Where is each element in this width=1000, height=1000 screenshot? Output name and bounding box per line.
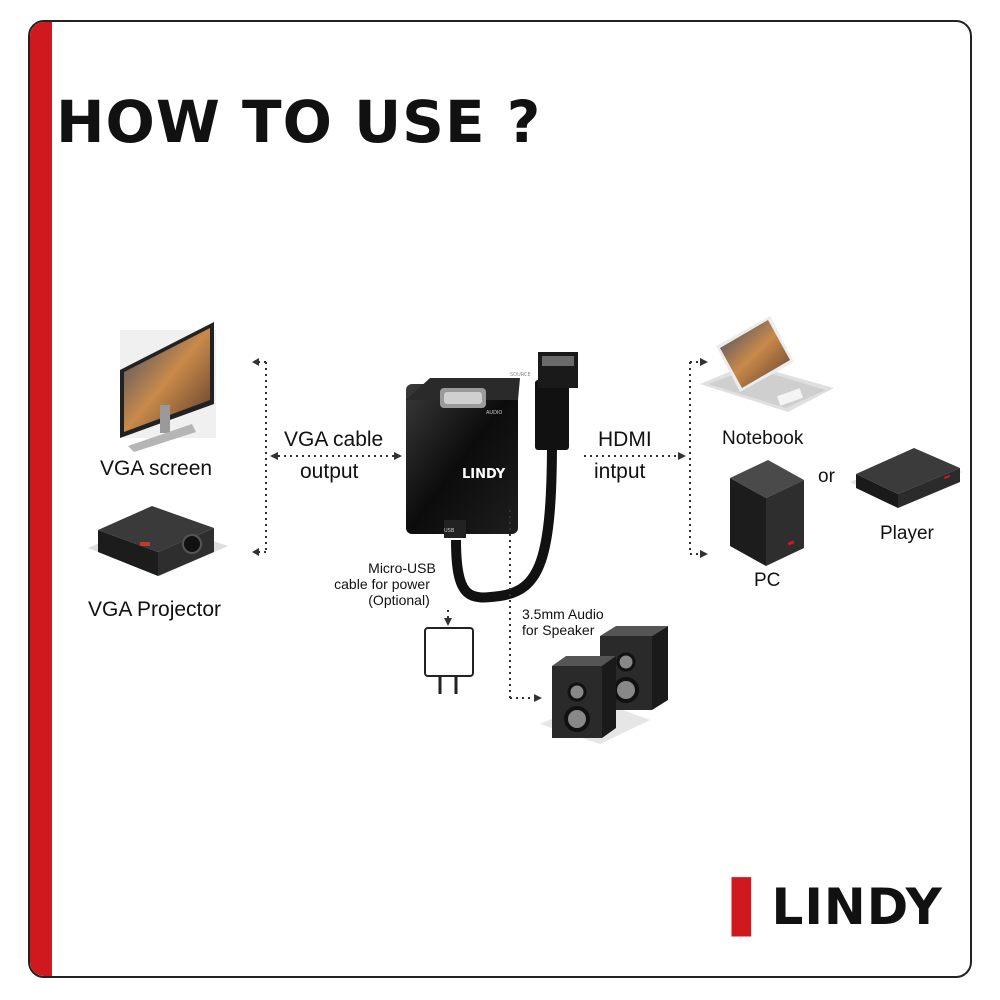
player-icon xyxy=(850,448,962,508)
power-label-line3: (Optional) xyxy=(368,592,430,608)
hdmi-cable-label-line2: intput xyxy=(594,460,646,483)
adapter-brand-text: LINDY xyxy=(462,467,506,482)
pc-icon xyxy=(730,460,804,566)
arrow-heads-left xyxy=(252,358,402,556)
pc-label: PC xyxy=(754,570,781,591)
notebook-label: Notebook xyxy=(722,428,804,449)
projector-icon xyxy=(88,506,228,576)
speakers-icon xyxy=(540,626,668,744)
power-label-line1: Micro-USB xyxy=(368,560,436,576)
audio-label-line2: for Speaker xyxy=(522,622,595,638)
accent-bar xyxy=(30,22,52,976)
lindy-logo-text: LINDY xyxy=(771,878,943,936)
adapter-usb-label: USB xyxy=(444,528,455,534)
hdmi-cable-label-line1: HDMI xyxy=(598,428,652,451)
player-label: Player xyxy=(880,523,934,544)
notebook-icon xyxy=(700,316,834,412)
vga-screen-label: VGA screen xyxy=(100,457,213,480)
vga-output-connector xyxy=(254,361,400,553)
audio-label-line1: 3.5mm Audio xyxy=(522,606,604,622)
or-label: or xyxy=(818,466,835,487)
audio-connector xyxy=(509,510,536,699)
adapter-icon xyxy=(406,352,578,603)
lindy-logo: ▌LINDY xyxy=(732,878,943,936)
power-arrow xyxy=(444,618,452,626)
hdmi-input-connector xyxy=(584,361,702,555)
adapter-audio-port-label: AUDIO xyxy=(486,410,502,416)
page-title: HOW TO USE ? xyxy=(56,88,542,156)
lindy-logo-mark: ▌ xyxy=(732,878,772,936)
adapter-source-label: SOURCE xyxy=(510,372,531,378)
audio-arrow xyxy=(534,694,542,702)
vga-cable-label-line1: VGA cable xyxy=(284,428,384,451)
monitor-icon xyxy=(120,322,216,452)
vga-projector-label: VGA Projector xyxy=(88,598,222,621)
power-plug-icon xyxy=(424,627,474,694)
power-label-line2: cable for power xyxy=(334,576,430,592)
vga-cable-label-line2: output xyxy=(300,460,359,483)
arrow-heads-right xyxy=(678,358,708,558)
